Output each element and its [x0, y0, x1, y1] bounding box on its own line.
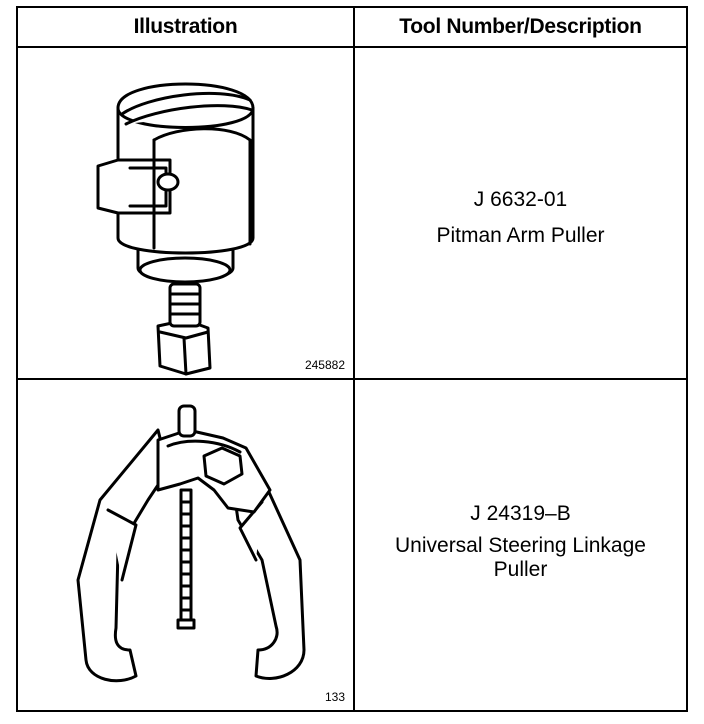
header-illustration: Illustration	[133, 15, 238, 38]
tool-number-2: J 24319–B	[470, 502, 571, 525]
figure-id-1: 245882	[304, 358, 345, 372]
table-row-1-description-cell: J 6632-01 Pitman Arm Puller	[355, 48, 686, 378]
tool-name-1: Pitman Arm Puller	[436, 224, 605, 247]
table-row-2-description-cell: J 24319–B Universal Steering Linkage Pul…	[355, 380, 686, 710]
figure-id-2: 133	[324, 690, 345, 704]
tool-name-2: Universal Steering Linkage Puller	[395, 534, 646, 581]
header-tool-description: Tool Number/Description	[399, 15, 642, 38]
column-divider	[353, 8, 355, 710]
row-divider	[18, 378, 686, 380]
header-divider	[18, 46, 686, 48]
table-row-2-illustration-cell: 133	[18, 380, 353, 710]
pitman-arm-puller-illustration	[96, 82, 255, 376]
tool-table: Illustration Tool Number/Description	[16, 6, 688, 712]
steering-linkage-puller-illustration	[76, 404, 306, 683]
tool-number-1: J 6632-01	[473, 188, 568, 211]
table-row-1-illustration-cell: 245882	[18, 48, 353, 378]
